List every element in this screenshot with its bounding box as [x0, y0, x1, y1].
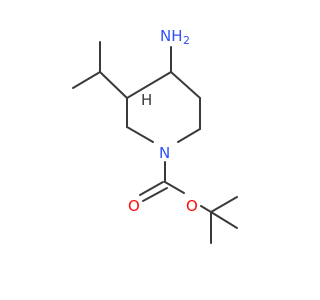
piperidine-ring	[126, 71, 201, 143]
ring-nitrogen-label: N	[159, 144, 170, 162]
implicit-hydrogen-label: H	[141, 91, 152, 109]
bond-n1-c6	[177, 128, 201, 143]
ester-oxygen-label: O	[186, 197, 198, 215]
molecule-structure: NH 2 H N O O	[72, 27, 238, 244]
bond-c5-c4	[170, 71, 201, 99]
bond-cq-me-right	[210, 211, 238, 229]
bond-c-o-double-b	[142, 187, 168, 202]
bond-c-o-ester	[164, 181, 185, 194]
bond-c2-n1	[126, 126, 154, 143]
amine-h-count: 2	[183, 34, 190, 47]
bond-c4-c3	[126, 71, 172, 99]
structure-canvas: NH 2 H N O O	[72, 27, 238, 244]
bond-c-o-double-a	[139, 181, 164, 196]
bond-ch-me2	[72, 71, 101, 89]
isopropyl-group	[72, 41, 128, 99]
bond-c3-ch	[99, 71, 128, 99]
boc-group	[139, 161, 238, 244]
bond-o-cq	[200, 205, 212, 213]
carbonyl-oxygen-label: O	[128, 197, 140, 215]
bond-cq-me-up	[210, 196, 238, 213]
amine-nitrogen-label: NH	[160, 27, 183, 45]
